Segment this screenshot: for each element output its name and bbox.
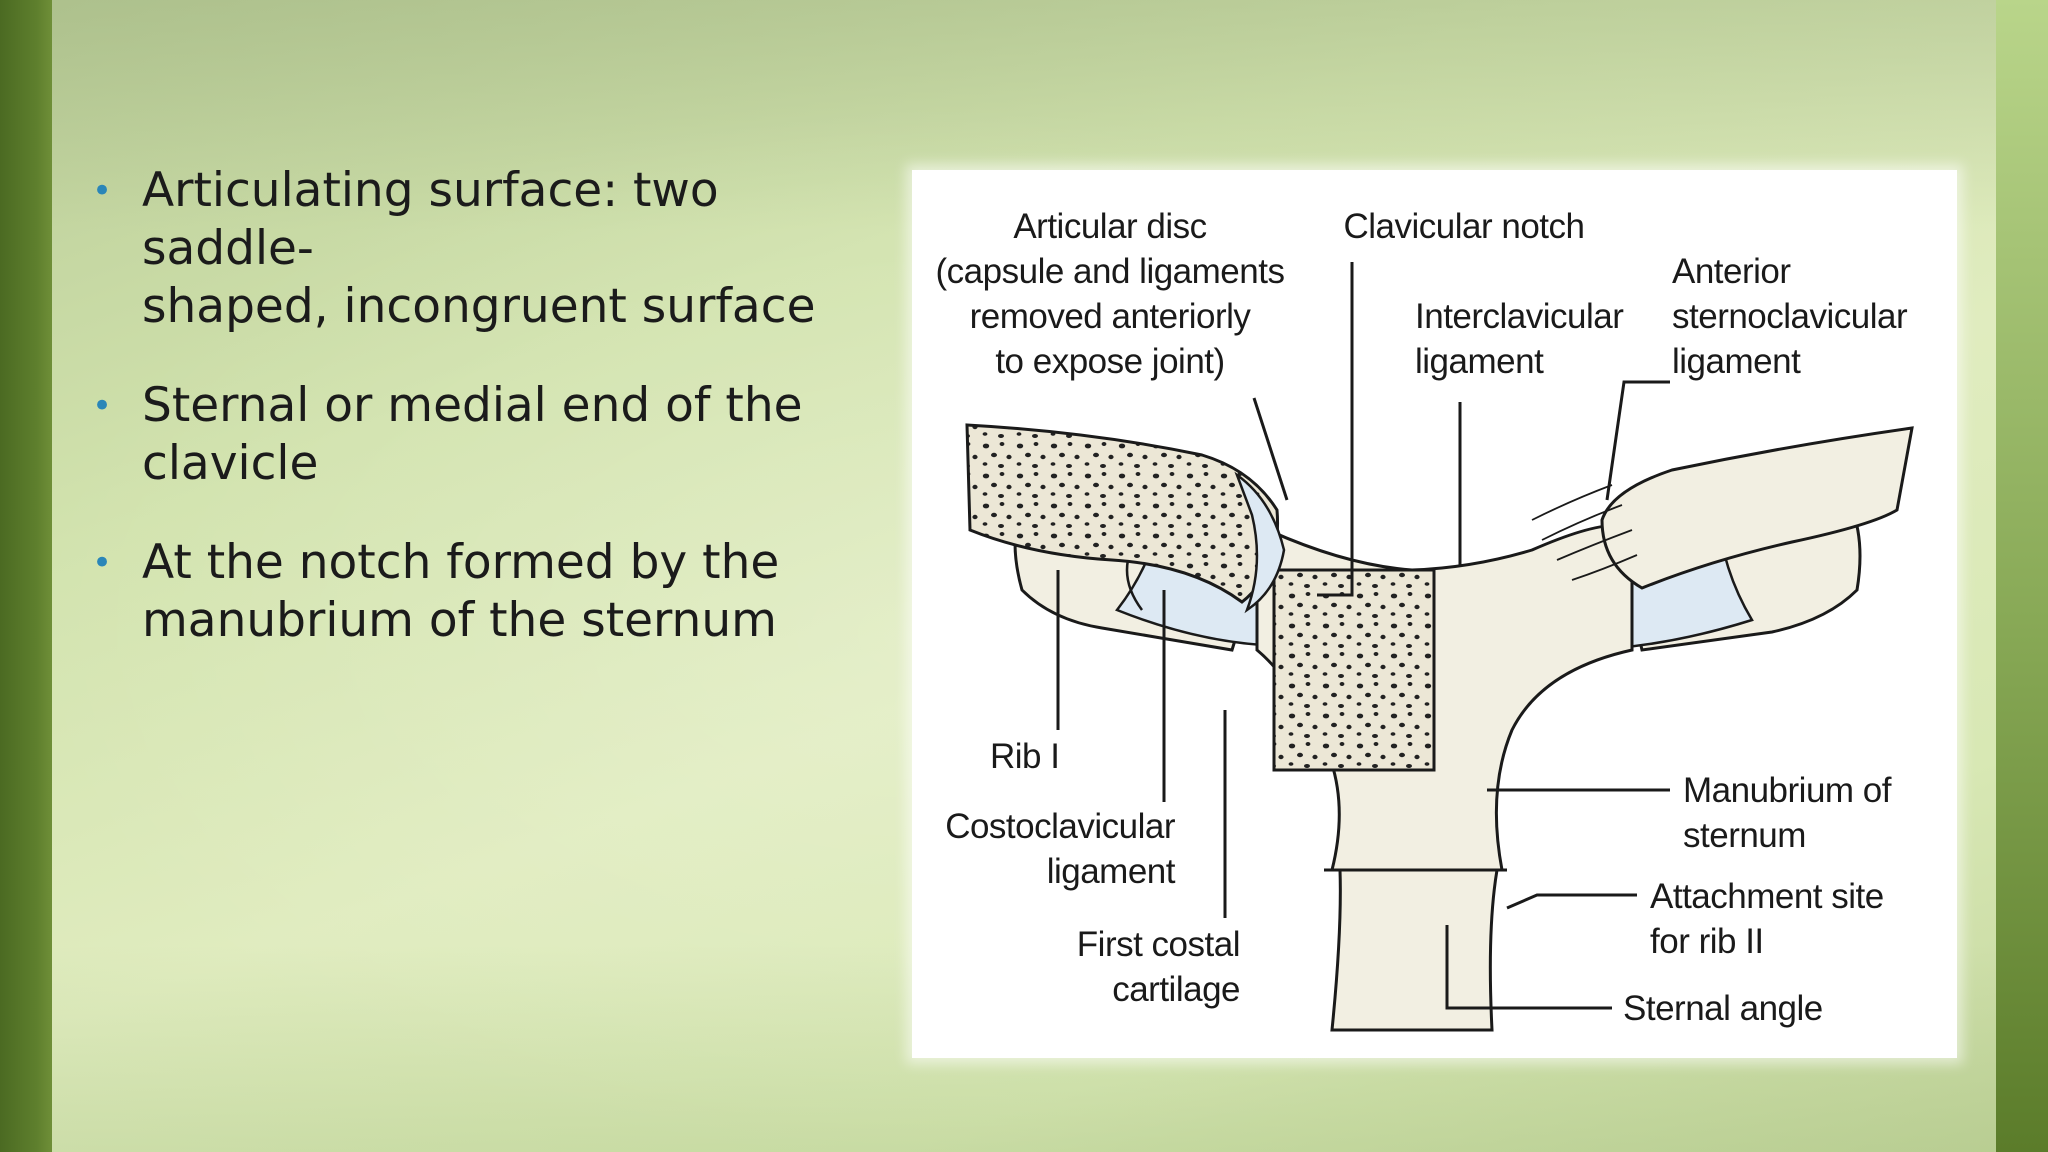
label-manubrium: Manubrium of — [1683, 771, 1892, 810]
bullet-icon: • — [92, 543, 113, 583]
bullet-icon: • — [92, 386, 113, 426]
bullet-icon: • — [92, 171, 113, 211]
leader-lines — [1056, 262, 1670, 1010]
label-attachment-site: for rib II — [1650, 922, 1764, 961]
bullet-text-line: At the notch formed by the — [142, 535, 780, 590]
label-articular-disc: (capsule and ligaments — [936, 252, 1285, 291]
bullet-text-line: manubrium of the sternum — [142, 593, 777, 648]
label-articular-disc: Articular disc — [1013, 207, 1206, 246]
label-rib-one: Rib I — [990, 737, 1059, 776]
sternal-body — [1330, 868, 1499, 1032]
label-articular-disc: to expose joint) — [995, 342, 1224, 381]
bullet-list: • Articulating surface: two saddle- shap… — [92, 162, 892, 691]
bullet-item: • At the notch formed by the manubrium o… — [92, 534, 892, 650]
label-sternal-angle: Sternal angle — [1623, 989, 1823, 1028]
label-costoclavicular: ligament — [1047, 852, 1176, 891]
bullet-text-line: clavicle — [142, 436, 319, 491]
right-accent-bar — [1996, 0, 2048, 1152]
bullet-text-line: Articulating surface: two saddle- — [142, 163, 719, 276]
bullet-text-line: Sternal or medial end of the — [142, 378, 803, 433]
bullet-item: • Articulating surface: two saddle- shap… — [92, 162, 892, 336]
label-interclavicular: ligament — [1415, 342, 1544, 381]
label-interclavicular: Interclavicular — [1415, 297, 1624, 336]
label-clavicular-notch: Clavicular notch — [1344, 207, 1585, 246]
label-manubrium: sternum — [1683, 816, 1806, 855]
label-first-costal-cartilage: First costal — [1077, 925, 1240, 964]
joint-diagram: Articular disc (capsule and ligaments re… — [936, 207, 1914, 1032]
sternoclavicular-joint-figure: Articular disc (capsule and ligaments re… — [912, 170, 1957, 1058]
bullet-text-line: shaped, incongruent surface — [142, 279, 816, 334]
manubrium-cross-section — [1272, 568, 1436, 772]
ligament-fibres — [1531, 484, 1638, 581]
right-clavicle — [1600, 426, 1914, 590]
label-articular-disc: removed anteriorly — [970, 297, 1252, 336]
label-first-costal-cartilage: cartilage — [1112, 970, 1240, 1009]
label-anterior-sternoclavicular: Anterior — [1672, 252, 1791, 291]
articular-disc — [1234, 471, 1286, 614]
label-anterior-sternoclavicular: sternoclavicular — [1672, 297, 1908, 336]
left-accent-bar — [0, 0, 52, 1152]
label-anterior-sternoclavicular: ligament — [1672, 342, 1801, 381]
bullet-item: • Sternal or medial end of the clavicle — [92, 377, 892, 493]
label-attachment-site: Attachment site — [1650, 877, 1884, 916]
label-costoclavicular: Costoclavicular — [945, 807, 1176, 846]
